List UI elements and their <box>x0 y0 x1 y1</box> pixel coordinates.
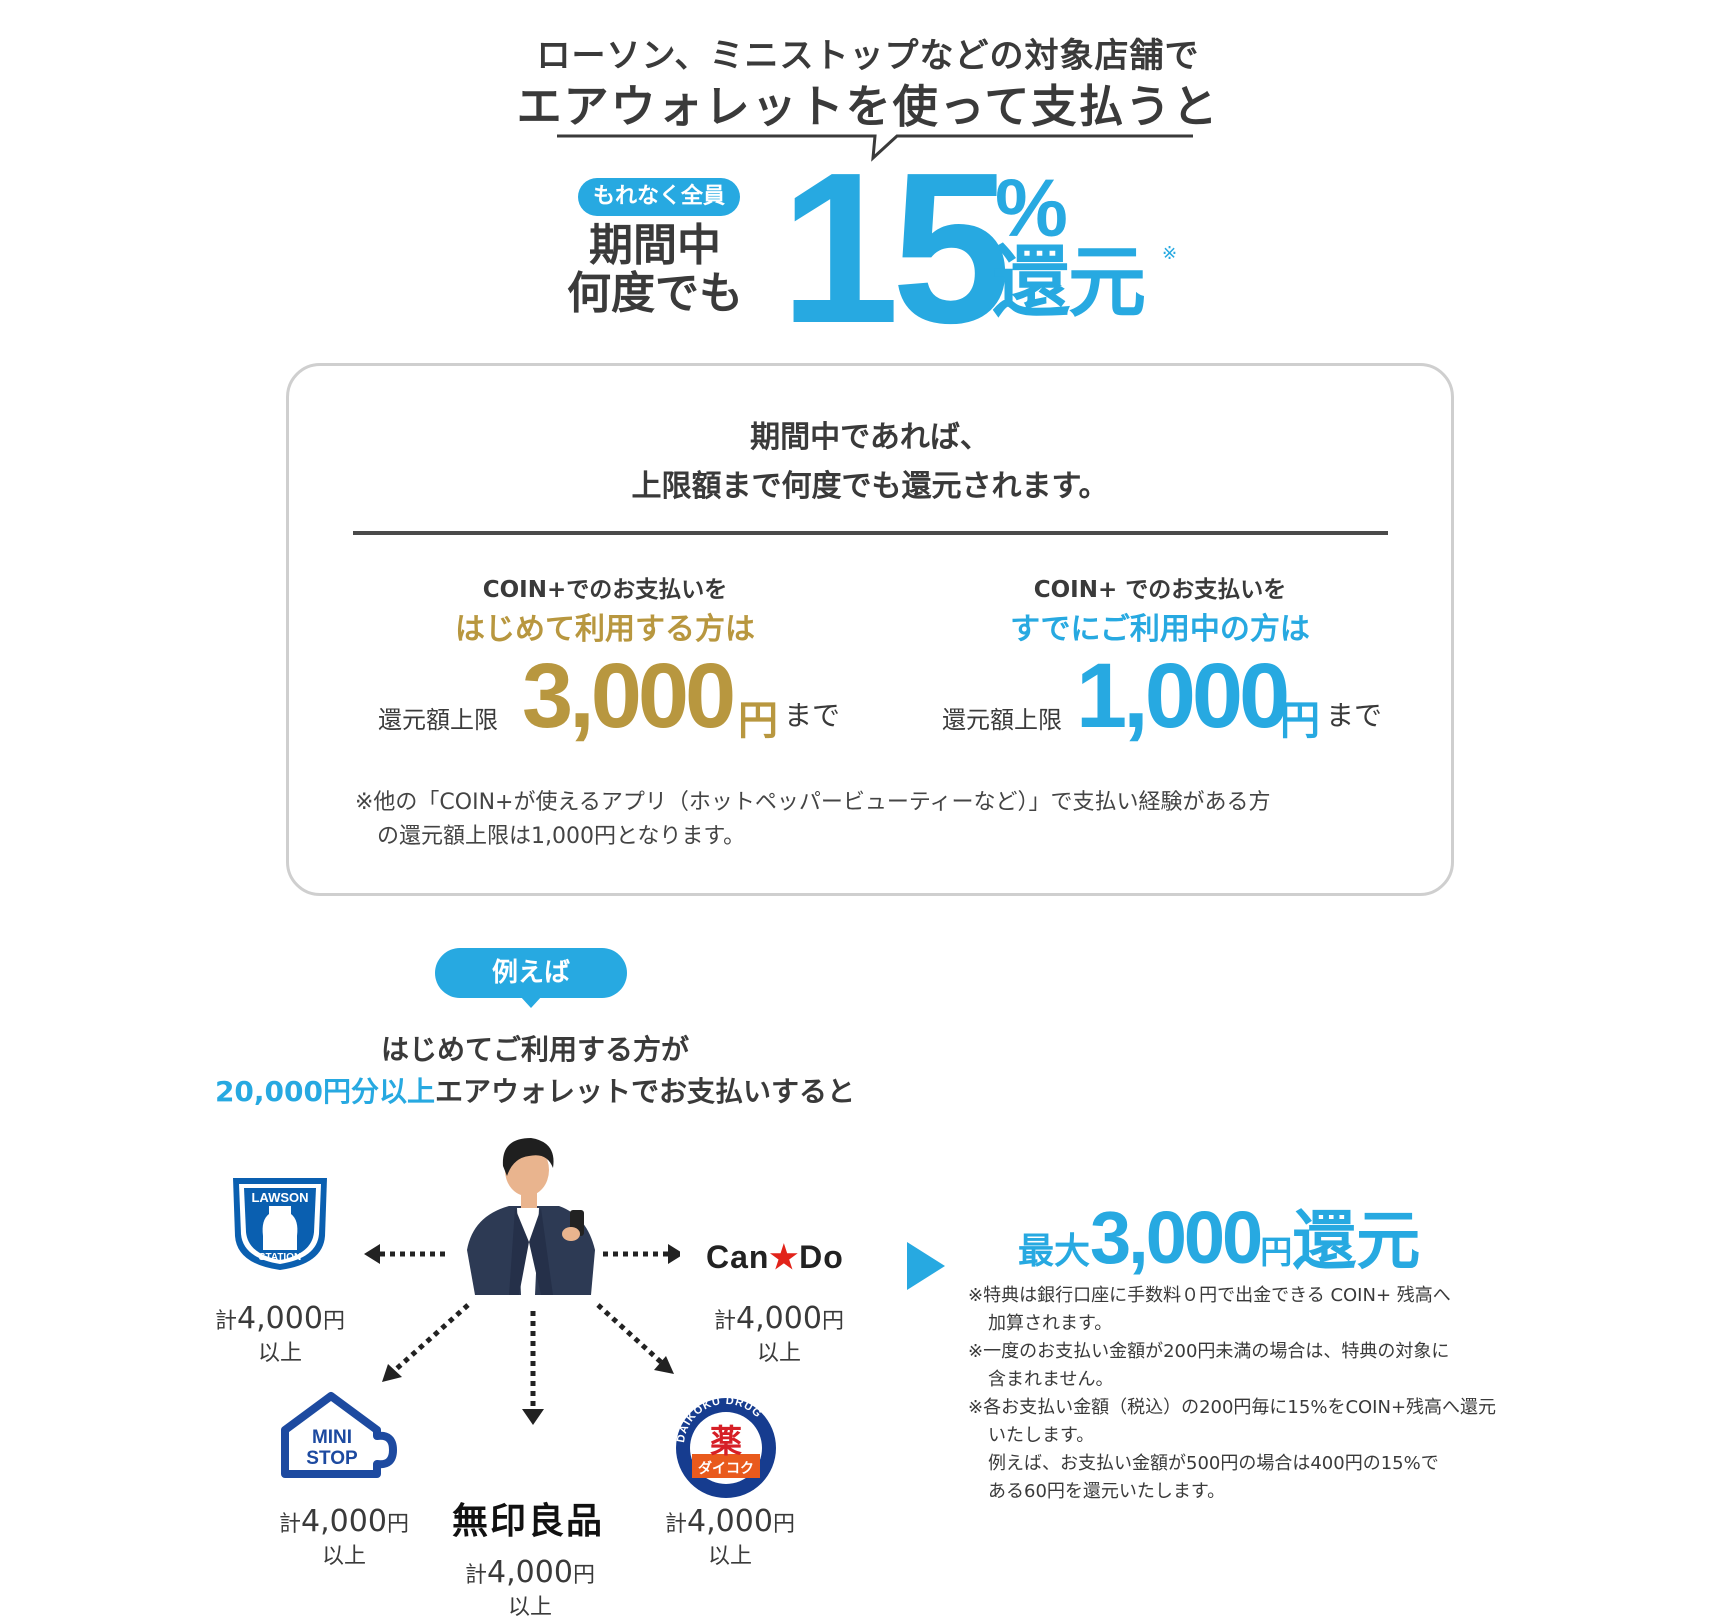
amount-yen: 円 <box>821 1309 844 1334</box>
asterisk-mark: ※ <box>1162 243 1178 264</box>
star-icon: ★ <box>769 1239 800 1275</box>
amount-value: 4,000 <box>301 1504 387 1539</box>
info-box <box>286 363 1454 896</box>
note-line: 加算されます。 <box>988 1313 1113 1334</box>
speech-callout-line <box>557 134 1193 162</box>
new-user-limit-amount: 3,000 <box>522 645 736 747</box>
ministop-amount: 計4,000円 以上 <box>259 1505 429 1572</box>
max-return: 最大3,000円還元 <box>1018 1190 1420 1282</box>
lawson-logo-top-text: LAWSON <box>251 1190 308 1205</box>
info-box-note: ※他の「COIN+が使えるアプリ（ホットペッパービューティーなど）」で支払い経験… <box>355 786 1271 854</box>
max-return-amount: 3,000 <box>1090 1196 1263 1279</box>
note-line: ※一度のお支払い金額が200円未満の場合は、特典の対象に <box>968 1341 1450 1362</box>
header-line-1: ローソン、ミニストップなどの対象店舗で <box>536 36 1200 76</box>
return-rate-number: 15 <box>780 127 1011 368</box>
benefit-notes: ※特典は銀行口座に手数料０円で出金できる COIN+ 残高へ 加算されます。 ※… <box>968 1282 1496 1506</box>
amount-prefix: 計 <box>665 1512 688 1537</box>
note-line: いたします。 <box>988 1425 1095 1446</box>
info-box-line-2: 上限額まで何度でも還元されます。 <box>631 469 1109 504</box>
example-line-1: はじめてご利用する方が <box>380 1033 689 1066</box>
new-user-heading: COIN+でのお支払いを <box>482 577 728 603</box>
amount-suffix: 以上 <box>707 1544 752 1569</box>
amount-suffix: 以上 <box>507 1595 552 1620</box>
daikoku-logo-katakana: ダイコク <box>698 1460 754 1477</box>
existing-user-heading: COIN+ でのお支払いを <box>1033 577 1287 603</box>
return-label: 還元 <box>992 238 1146 328</box>
cando-logo: Can★Do <box>706 1238 844 1276</box>
lawson-station-logo: LAWSON STATION <box>233 1178 327 1270</box>
info-box-divider <box>353 531 1388 535</box>
amount-yen: 円 <box>572 1563 595 1588</box>
info-box-note-line-1: ※他の「COIN+が使えるアプリ（ホットペッパービューティーなど）」で支払い経験… <box>355 790 1271 815</box>
amount-suffix: 以上 <box>321 1544 366 1569</box>
existing-user-yen: 円 <box>1280 698 1320 744</box>
amount-value: 4,000 <box>736 1301 822 1336</box>
everyone-badge: もれなく全員 <box>578 178 740 216</box>
store-arrows <box>364 1244 680 1425</box>
lawson-logo-bottom-text: STATION <box>259 1252 301 1263</box>
daikoku-amount: 計4,000円 以上 <box>645 1505 815 1572</box>
cando-logo-text-1: Can <box>706 1239 770 1275</box>
note-line: ※各お支払い金額（税込）の200円毎に15%をCOIN+残高へ還元 <box>968 1397 1497 1418</box>
existing-user-limit-amount: 1,000 <box>1076 645 1290 747</box>
cando-amount: 計4,000円 以上 <box>694 1302 864 1369</box>
amount-yen: 円 <box>322 1309 345 1334</box>
amount-prefix: 計 <box>714 1309 737 1334</box>
play-arrow-icon <box>907 1242 945 1290</box>
amount-prefix: 計 <box>215 1309 238 1334</box>
info-box-line-1: 期間中であれば、 <box>750 420 990 455</box>
amount-suffix: 以上 <box>756 1341 801 1366</box>
amount-yen: 円 <box>386 1512 409 1537</box>
daikoku-logo-kanji: 薬 <box>710 1422 742 1460</box>
amount-suffix: 以上 <box>257 1341 302 1366</box>
example-highlight: 20,000円分以上 <box>214 1075 436 1108</box>
note-line: 含まれません。 <box>988 1369 1114 1390</box>
max-return-yen: 円 <box>1260 1233 1293 1271</box>
lawson-amount: 計4,000円 以上 <box>195 1302 365 1369</box>
existing-user-until: まで <box>1326 699 1383 732</box>
example-line-2: 20,000円分以上エアウォレットでお支払いすると <box>0 1070 1070 1110</box>
new-user-yen: 円 <box>738 698 778 744</box>
cando-logo-text-2: Do <box>799 1239 844 1275</box>
example-badge: 例えば <box>435 948 627 998</box>
ministop-logo-top-text: MINI <box>312 1427 352 1448</box>
info-box-note-line-2: の還元額上限は1,000円となります。 <box>377 824 746 849</box>
ministop-logo-bottom-text: STOP <box>306 1448 358 1469</box>
percent-sign: % <box>995 163 1068 254</box>
note-line: 例えば、お支払い金額が500円の場合は400円の15%で <box>988 1453 1439 1474</box>
amount-yen: 円 <box>772 1512 795 1537</box>
person-with-phone-illustration <box>467 1138 595 1295</box>
amount-value: 4,000 <box>687 1504 773 1539</box>
amount-prefix: 計 <box>465 1563 488 1588</box>
amount-value: 4,000 <box>487 1555 573 1590</box>
header-line-2: エアウォレットを使って支払うと <box>516 80 1220 133</box>
muji-amount: 計4,000円 以上 <box>445 1556 615 1623</box>
max-return-label: 還元 <box>1292 1205 1421 1279</box>
example-line-2-rest: エアウォレットでお支払いすると <box>435 1075 856 1108</box>
amount-prefix: 計 <box>279 1512 302 1537</box>
ministop-logo: MINI STOP <box>281 1392 397 1478</box>
muji-logo: 無印良品 <box>452 1501 605 1542</box>
note-line: ある60円を還元いたします。 <box>988 1481 1226 1502</box>
new-user-limit-label: 還元額上限 <box>378 706 498 734</box>
during-period-text: 期間中 <box>589 220 721 271</box>
new-user-until: まで <box>784 699 841 732</box>
existing-user-subheading: すでにご利用中の方は <box>1010 612 1310 647</box>
any-times-text: 何度でも <box>567 268 743 319</box>
example-badge-pointer <box>520 996 542 1008</box>
daikoku-drug-logo: DAIKOKU DRUG 薬 ダイコク <box>675 1395 776 1498</box>
existing-user-limit-label: 還元額上限 <box>942 706 1062 734</box>
new-user-subheading: はじめて利用する方は <box>455 612 755 647</box>
note-line: ※特典は銀行口座に手数料０円で出金できる COIN+ 残高へ <box>968 1285 1451 1306</box>
amount-value: 4,000 <box>237 1301 323 1336</box>
max-return-prefix: 最大 <box>1018 1231 1091 1272</box>
